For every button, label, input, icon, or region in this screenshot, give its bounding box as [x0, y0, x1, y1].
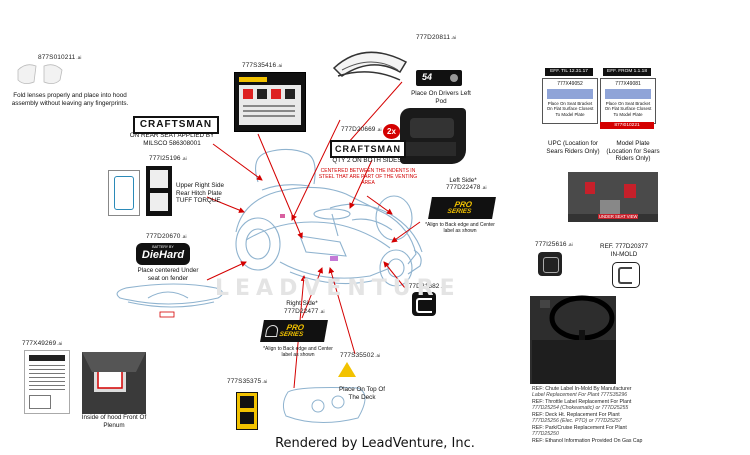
note-align-left: *Align to Back edge and Center label as …	[425, 222, 495, 234]
headlight-lens-decal	[17, 64, 63, 84]
craftsman-logo-hood: CRAFTSMAN	[330, 140, 406, 158]
part-number-777d22478: 777D22478.ai	[446, 184, 487, 191]
safety-warning-decal	[234, 72, 306, 132]
note-align-right: *Align to Back edge and Center label as …	[263, 346, 333, 358]
part-number-777i25616: 777I25616.ai	[535, 241, 573, 248]
right-side-label: Right Side*	[286, 300, 318, 307]
hitch-plate-decal-outline	[108, 170, 140, 216]
left-side-label: Left Side*	[449, 177, 477, 184]
deck-warning-triangle	[338, 362, 356, 377]
part-number-877s010211: 877S010211.ai	[38, 54, 82, 61]
reference-notes: REF: Chute Label In-Mold By Manufacturer…	[532, 386, 662, 444]
dash-emblem-decal	[538, 252, 562, 276]
diehard-logo: BATTERY BY DieHard	[136, 243, 190, 265]
hood-side-photo	[400, 108, 466, 164]
hood-pod-illustration	[330, 46, 410, 90]
part-number-777d21682: 777D21682.ai	[405, 283, 446, 290]
engine-badge-decal: 54	[416, 70, 462, 86]
dash-photo	[530, 295, 616, 384]
note-centered-indents: CENTERED BETWEEN THE INDENTS IN STEEL TH…	[318, 168, 418, 186]
part-number-777d22477: 777D22477.ai	[284, 308, 325, 315]
caption-inside-hood: Inside of hood Front Of Plenum	[81, 414, 147, 429]
part-number-777d20811: 777D20811.ai	[416, 34, 457, 41]
caption-drivers-left-pod: Place On Drivers Left Pod	[411, 90, 471, 105]
footer-credit: Rendered by LeadVenture, Inc.	[275, 436, 475, 451]
caption-headlight-lenses: Fold lenses properly and place into hood…	[11, 92, 129, 107]
deck-illustration	[282, 387, 366, 424]
caption-rear-seat: ON REAR SEAT APPLIED BY MILSCO 586308001	[129, 132, 215, 147]
ref-ethanol: REF: Ethanol Information Provided On Gas…	[532, 438, 643, 444]
caption-model-plate-location: Model Plate (Location for Sears Riders O…	[606, 140, 660, 163]
part-number-777x49269: 777X49269.ai	[22, 340, 63, 347]
caption-under-seat-fender: Place centered Under seat on fender	[137, 267, 199, 282]
fender-illustration	[116, 283, 224, 308]
plate-bottom-part: 877I010221	[600, 122, 654, 129]
part-number-777d20377: REF. 777D20377	[600, 243, 648, 250]
fender-decal-marker	[159, 311, 175, 318]
c-emblem-decal	[412, 292, 436, 316]
caption-hitch-plate: Upper Right Side Rear Hitch Plate TUFF T…	[176, 182, 224, 205]
plate-left-header: EFF. TIL 12.31.17	[545, 68, 593, 76]
plate-left: 777X49052 Place On Seat Bracket On Flat …	[542, 78, 598, 124]
deck-warning-decal	[236, 392, 258, 430]
caption-in-mold: IN-MOLD	[610, 251, 638, 258]
under-seat-view-label: UNDER SEAT VIEW	[598, 214, 639, 219]
ref-throttle: REF: Throttle Label Replacement For Plan…	[532, 399, 632, 411]
in-mold-emblem	[612, 262, 640, 288]
part-number-777d20670: 777D20670.ai	[146, 233, 187, 240]
caption-top-of-deck: Place On Top Of The Deck	[338, 386, 386, 401]
part-number-777i25196: 777I25196.ai	[149, 155, 187, 162]
part-number-777s35416: 777S35416.ai	[242, 62, 283, 69]
seat-decal-marker	[280, 214, 285, 218]
craftsman-logo-rear-seat: CRAFTSMAN	[133, 116, 219, 134]
caption-upc-location: UPC (Location for Sears Riders Only)	[546, 140, 600, 155]
part-number-777d20669: 777D20669.ai	[341, 126, 382, 133]
pro-series-decal-right: PRO SERIES	[260, 320, 328, 342]
ref-chute: REF: Chute Label In-Mold By Manufacturer…	[532, 386, 632, 398]
part-number-777s35375: 777S35375.ai	[227, 378, 268, 385]
specification-label	[24, 350, 70, 414]
caption-qty-both-sides: QTY 2 ON BOTH SIDES	[332, 157, 402, 164]
plate-right-header: EFF. FROM 1.1.18	[603, 68, 651, 76]
deck-decal-marker	[330, 256, 338, 261]
hitch-plate-decal	[146, 166, 172, 216]
part-number-777s35502: 777S35502.ai	[340, 352, 381, 359]
hood-interior-photo	[82, 352, 146, 414]
watermark: LEADVENTURE	[215, 276, 461, 301]
pro-series-decal-left: PRO SERIES	[428, 197, 496, 219]
quantity-badge: 2x	[383, 124, 400, 139]
plate-right: 777X49081 Place On Seat Bracket On Flat …	[600, 78, 656, 124]
